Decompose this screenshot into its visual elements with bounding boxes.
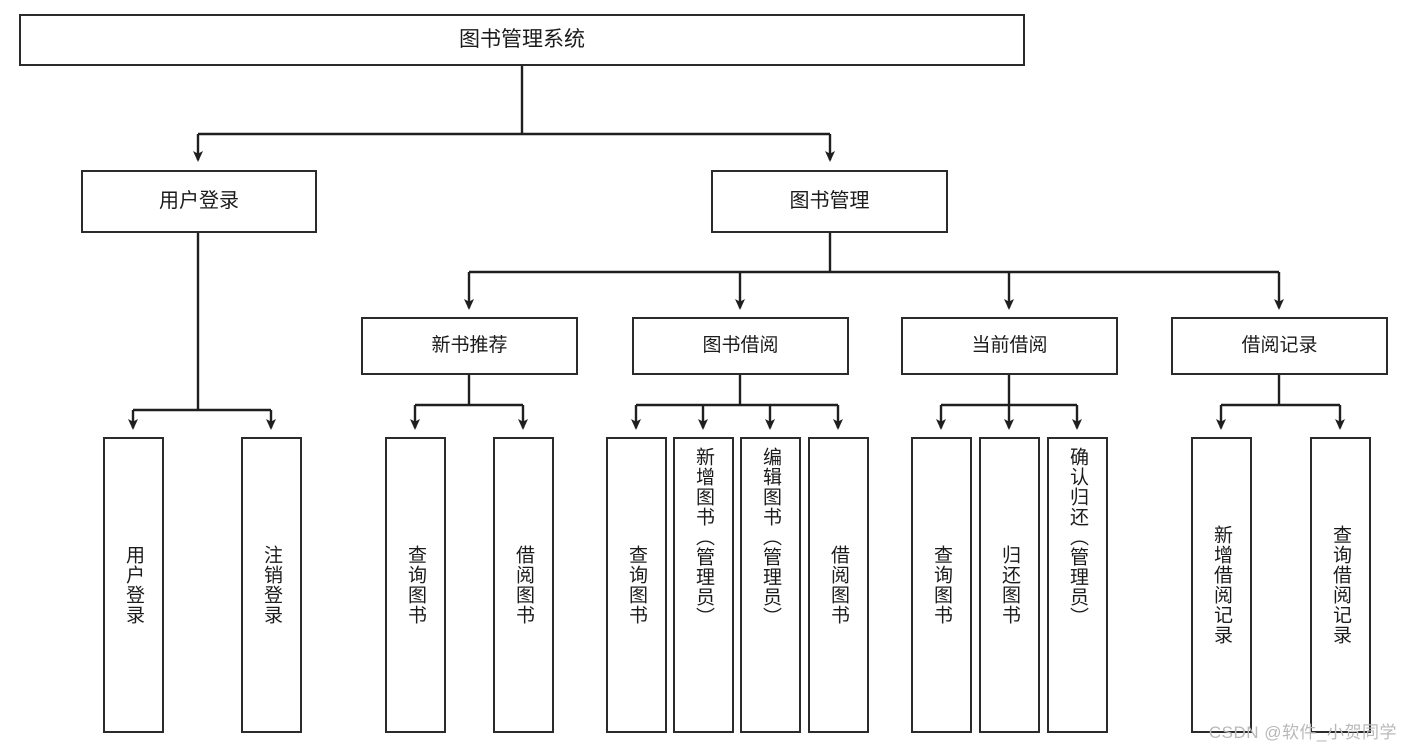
node-leaf-book-borrow-edit[interactable]: 编辑图书（管理员） xyxy=(740,437,801,733)
node-leaf-user-login-logout[interactable]: 注销登录 xyxy=(241,437,302,733)
node-new-book-recommend[interactable]: 新书推荐 xyxy=(361,317,578,375)
node-user-login[interactable]: 用户登录 xyxy=(81,170,317,233)
node-label: 图书管理系统 xyxy=(459,27,585,51)
node-label: 查询图书 xyxy=(626,545,647,625)
node-label: 新书推荐 xyxy=(431,334,508,356)
node-label: 用户登录 xyxy=(123,545,144,625)
node-label: 注销登录 xyxy=(261,545,282,625)
node-label: 编辑图书（管理员） xyxy=(760,447,781,627)
node-book-management[interactable]: 图书管理 xyxy=(711,170,948,233)
node-leaf-book-borrow-borrow[interactable]: 借阅图书 xyxy=(808,437,869,733)
node-label: 图书借阅 xyxy=(702,334,779,356)
node-label: 借阅图书 xyxy=(513,545,534,625)
node-label: 借阅记录 xyxy=(1241,334,1318,356)
node-root-book-management-system[interactable]: 图书管理系统 xyxy=(19,14,1025,66)
node-leaf-book-borrow-query[interactable]: 查询图书 xyxy=(606,437,667,733)
node-book-borrow[interactable]: 图书借阅 xyxy=(632,317,849,375)
node-leaf-new-book-borrow[interactable]: 借阅图书 xyxy=(493,437,554,733)
node-label: 查询图书 xyxy=(931,545,952,625)
node-label: 新增借阅记录 xyxy=(1211,525,1232,645)
node-label: 归还图书 xyxy=(999,545,1020,625)
node-leaf-current-borrow-query[interactable]: 查询图书 xyxy=(911,437,972,733)
node-leaf-borrow-record-query[interactable]: 查询借阅记录 xyxy=(1310,437,1371,733)
node-leaf-borrow-record-add[interactable]: 新增借阅记录 xyxy=(1191,437,1252,733)
node-borrow-record[interactable]: 借阅记录 xyxy=(1171,317,1388,375)
node-leaf-book-borrow-add[interactable]: 新增图书（管理员） xyxy=(673,437,734,733)
node-label: 图书管理 xyxy=(789,189,870,212)
node-label: 当前借阅 xyxy=(971,334,1048,356)
node-label: 借阅图书 xyxy=(828,545,849,625)
node-leaf-user-login-login[interactable]: 用户登录 xyxy=(103,437,164,733)
node-label: 查询借阅记录 xyxy=(1330,525,1351,645)
node-label: 新增图书（管理员） xyxy=(693,447,714,627)
node-leaf-current-borrow-confirm-return[interactable]: 确认归还（管理员） xyxy=(1047,437,1108,733)
node-current-borrow[interactable]: 当前借阅 xyxy=(901,317,1118,375)
node-label: 确认归还（管理员） xyxy=(1067,447,1088,627)
node-leaf-new-book-query[interactable]: 查询图书 xyxy=(385,437,446,733)
node-label: 用户登录 xyxy=(159,189,239,212)
watermark-text: CSDN @软件_小贺同学 xyxy=(1208,723,1397,742)
node-label: 查询图书 xyxy=(405,545,426,625)
node-leaf-current-borrow-return[interactable]: 归还图书 xyxy=(979,437,1040,733)
